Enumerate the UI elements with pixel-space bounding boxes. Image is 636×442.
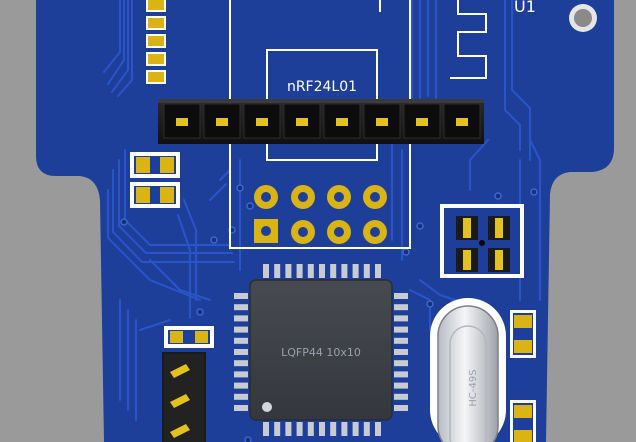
chip-pin: [352, 422, 359, 436]
chip-pin: [341, 264, 348, 278]
chip-pin: [394, 337, 408, 344]
chip-pin: [234, 304, 248, 311]
mounting-hole: [569, 4, 597, 32]
chip-pin: [319, 422, 325, 436]
smd-capacitor-pair: [130, 152, 180, 208]
chip-pin: [375, 264, 381, 278]
chip-pin: [296, 264, 303, 278]
chip-pin: [234, 382, 248, 389]
smd-header-2x2: [440, 204, 524, 278]
vias: [120, 184, 538, 442]
chip-pin: [394, 360, 408, 367]
chip-pin: [285, 422, 292, 436]
pcb-antenna-pattern: [379, 0, 487, 79]
chip-pin: [234, 349, 248, 355]
crystal-label: HC-49S: [468, 369, 479, 406]
chip-pin: [363, 264, 370, 278]
chip-pin: [394, 304, 408, 311]
chip-pin: [234, 337, 248, 344]
pin-header-8: [158, 99, 484, 144]
chip-pin: [394, 371, 408, 378]
chip-pin: [307, 422, 314, 436]
chip-pin: [394, 293, 408, 299]
chip-pin: [375, 422, 381, 436]
chip-pin: [234, 315, 248, 322]
chip-pin: [394, 382, 408, 389]
chip-pin: [274, 264, 281, 278]
through-hole-pads-2x4: [254, 185, 387, 244]
chip-pin: [263, 422, 269, 436]
chip-pin: [296, 422, 303, 436]
chip-pin: [319, 264, 325, 278]
edge-pad-strip: [146, 0, 166, 84]
chip-pin: [352, 264, 359, 278]
chip-pin: [263, 264, 269, 278]
chip-pin: [234, 360, 248, 367]
smd-capacitors-right: [510, 310, 536, 442]
pin-header-3: [162, 352, 206, 442]
chip-pin: [330, 422, 337, 436]
chip-pin: [394, 349, 408, 355]
chip-pin: [341, 422, 348, 436]
chip-pin: [394, 326, 408, 333]
chip-pin: [307, 264, 314, 278]
chip-pin: [234, 393, 248, 400]
chip-pin: [234, 293, 248, 299]
chip-pin: [285, 264, 292, 278]
chip-pin: [234, 405, 248, 411]
chip-pin: [330, 264, 337, 278]
smd-capacitor-lower-left: [164, 326, 214, 348]
chip-pin: [234, 326, 248, 333]
chip-label: LQFP44 10x10: [281, 346, 361, 359]
chip-pin: [234, 371, 248, 378]
chip-pin: [274, 422, 281, 436]
chip-pin: [363, 422, 370, 436]
chip-pin: [394, 405, 408, 411]
designator-u1: U1: [514, 0, 536, 16]
crystal-oscillator: [430, 298, 506, 442]
rf-module-label: nRF24L01: [287, 79, 357, 95]
lqfp44-chip: [234, 264, 408, 436]
chip-pin: [394, 393, 408, 400]
chip-pin: [394, 315, 408, 322]
